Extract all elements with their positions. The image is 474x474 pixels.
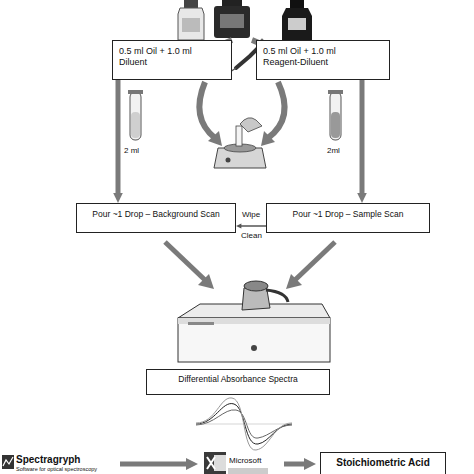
process-box: Pour ~1 Drop – Background Scan [76, 203, 236, 233]
arrow-head [236, 223, 241, 228]
box-text: 0.5 ml Oil + 1.0 ml Reagent-Diluent [263, 46, 375, 68]
arrow-head [357, 193, 367, 203]
box-text: 0.5 ml Oil + 1.0 ml Diluent [119, 46, 199, 68]
result-box: Differential Absorbance Spectra [146, 369, 330, 395]
box-text: Differential Absorbance Spectra [152, 374, 324, 384]
software-logo [2, 455, 14, 469]
test-tube [328, 90, 343, 140]
volume-label: 2ml [327, 146, 340, 155]
flow-connector [241, 225, 266, 227]
spectrometer [178, 281, 330, 362]
sample-box: 0.5 ml Oil + 1.0 ml Reagent-Diluent [256, 40, 390, 80]
test-tube [128, 90, 143, 140]
flow-connector [360, 80, 365, 194]
step-note: Clean [241, 231, 262, 240]
flow-connector [116, 80, 121, 194]
arrow-head [113, 193, 123, 203]
oil-bottle [214, 0, 250, 38]
spectrum-trace [196, 398, 292, 450]
box-text: Pour ~1 Drop – Background Scan [83, 209, 229, 219]
box-text: Pour ~1 Drop – Sample Scan [273, 209, 423, 219]
reagent-bottle [282, 0, 312, 40]
process-box: Pour ~1 Drop – Sample Scan [266, 203, 430, 233]
excel-name: Microsoft [229, 456, 261, 465]
box-text: Stoichiometric Acid [326, 457, 440, 469]
software-tagline: Software for optical spectroscopy [16, 466, 97, 472]
diluent-bottle [178, 0, 204, 40]
flow-arrow [120, 242, 335, 464]
volume-label: 2 ml [124, 146, 139, 155]
output-box: Stoichiometric Acid [320, 452, 446, 474]
step-note: Wipe [242, 210, 260, 219]
software-name: Spectragryph [16, 454, 80, 466]
vortex-mixer [214, 118, 266, 168]
excel-logo [204, 452, 268, 474]
sample-box: 0.5 ml Oil + 1.0 ml Diluent [112, 40, 232, 80]
